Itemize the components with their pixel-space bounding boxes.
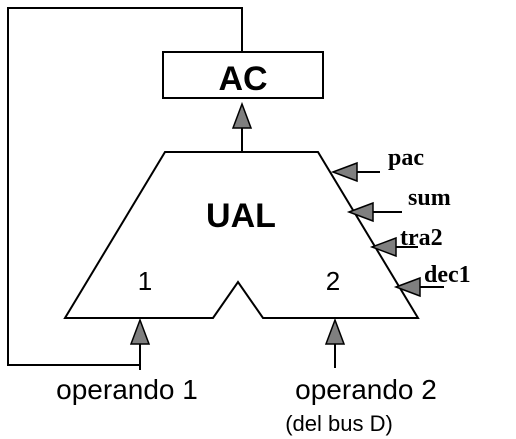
pac-arrowhead <box>330 161 358 183</box>
operand-2-label: operando 2 <box>295 374 437 405</box>
control-signal-sum: sum <box>346 185 451 223</box>
tra2-arrowhead <box>369 236 397 258</box>
accumulator-label: AC <box>218 60 267 98</box>
alu-to-ac-arrowhead <box>231 101 253 129</box>
operand-1-label: operando 1 <box>56 374 198 405</box>
operand-2-source-label: (del bus D) <box>285 411 393 436</box>
sum-arrowhead <box>346 201 374 223</box>
operand-2-arrowhead <box>324 317 346 345</box>
operand-1-arrowhead <box>129 317 151 345</box>
accumulator-register-box <box>162 51 324 99</box>
alu-input-1-label: 1 <box>138 266 152 296</box>
signal-label-dec1: dec1 <box>424 262 471 288</box>
signal-label-tra2: tra2 <box>400 225 443 251</box>
dec1-arrowhead <box>393 276 421 298</box>
control-signal-tra2: tra2 <box>369 225 443 258</box>
signal-label-sum: sum <box>408 185 451 211</box>
control-signal-dec1: dec1 <box>393 262 471 298</box>
alu-input-2-label: 2 <box>326 266 340 296</box>
alu-shape <box>63 151 420 319</box>
alu-label: UAL <box>206 197 276 235</box>
control-signal-pac: pac <box>330 145 424 183</box>
signal-label-pac: pac <box>388 145 424 171</box>
